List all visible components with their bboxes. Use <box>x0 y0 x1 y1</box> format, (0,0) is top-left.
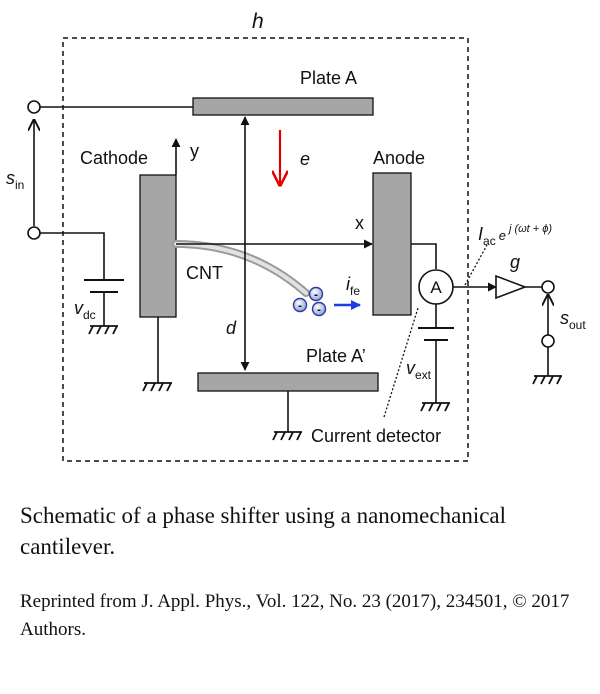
vdc-label: vdc <box>74 298 96 322</box>
figure-credit: Reprinted from J. Appl. Phys., Vol. 122,… <box>20 591 570 640</box>
vext-label: vext <box>406 358 432 382</box>
y-axis-label: y <box>190 141 199 161</box>
anode-label: Anode <box>373 148 425 168</box>
output-ground-icon <box>532 375 562 385</box>
input-terminal-bottom <box>27 226 41 240</box>
output-terminal-top <box>541 280 555 294</box>
electron-1: - <box>308 286 324 302</box>
svg-text:-: - <box>317 303 321 317</box>
electron-3: - <box>311 301 327 317</box>
enclosure-h-label: h <box>252 10 264 33</box>
cathode-label: Cathode <box>80 148 148 168</box>
figure-caption: Schematic of a phase shifter using a nan… <box>20 503 507 559</box>
enclosure-h-box <box>62 37 469 462</box>
amplifier-g <box>495 274 528 300</box>
plate-a-prime-ground-icon <box>272 431 302 441</box>
amplifier-g-label: g <box>510 252 520 272</box>
anode-wire <box>411 243 437 269</box>
electron-2: - <box>292 297 308 313</box>
ammeter-label: A <box>430 278 442 297</box>
plate-a <box>192 97 374 116</box>
phase-shifter-schematic: h Plate A sin vdc Cathode y CNT x d e <box>6 10 586 462</box>
gap-d-label: d <box>226 318 237 338</box>
cathode <box>139 174 177 318</box>
s-in-label: sin <box>6 168 24 192</box>
plate-a-prime <box>197 372 379 392</box>
vext-ground-icon <box>420 402 450 412</box>
x-axis-label: x <box>355 213 364 233</box>
anode <box>372 172 412 316</box>
plate-a-label: Plate A <box>300 68 357 88</box>
vdc-ground-icon <box>88 325 118 335</box>
plate-a-prime-label: Plate A’ <box>306 346 366 366</box>
cathode-ground-icon <box>142 382 172 392</box>
svg-text:-: - <box>314 288 318 302</box>
output-terminal-bottom <box>541 334 555 348</box>
input-terminal-top <box>27 100 41 114</box>
vdc-wire <box>40 232 105 280</box>
current-detector-leader <box>383 307 419 418</box>
ife-label: ife <box>346 274 360 298</box>
cnt-label: CNT <box>186 263 223 283</box>
field-e-label: e <box>300 149 310 169</box>
current-detector-label: Current detector <box>311 426 441 446</box>
s-out-label: sout <box>560 308 586 332</box>
svg-text:-: - <box>298 299 302 313</box>
